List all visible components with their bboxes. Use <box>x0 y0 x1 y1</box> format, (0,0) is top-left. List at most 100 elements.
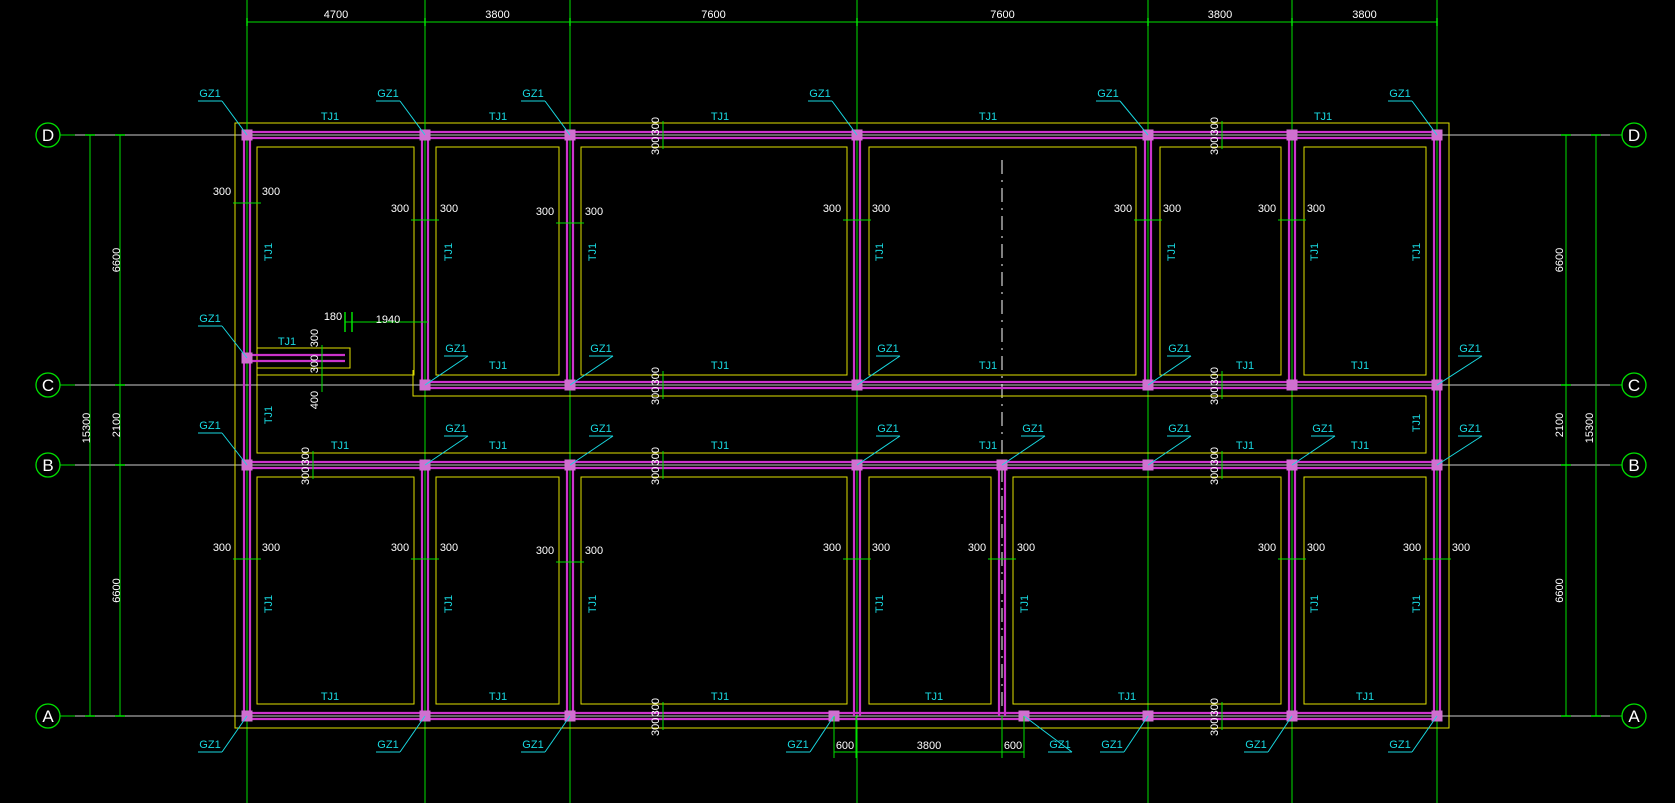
wall-width-right: 300 <box>585 206 603 218</box>
tj1-label-upper-vertical: TJ1 <box>443 243 455 261</box>
gz1-leader <box>221 432 248 466</box>
wall-width-left: 300 <box>823 203 841 215</box>
left-dim-value: 6600 <box>111 578 123 602</box>
gz1-label-top: GZ1 <box>1389 88 1410 100</box>
tj1-label-c: TJ1 <box>1236 360 1254 372</box>
gz1-leader <box>856 435 901 466</box>
axis-bubble-label: B <box>42 456 53 475</box>
beam-width-top: 300 <box>1209 698 1221 716</box>
beam-width-bottom: 300 <box>650 467 662 485</box>
tj1-label-corridor: TJ1 <box>263 406 275 424</box>
axis-bubble-label: C <box>42 376 54 395</box>
beam-width-bottom: 300 <box>1209 387 1221 405</box>
tj1-label-upper-vertical: TJ1 <box>1309 243 1321 261</box>
axis-bubble-label: B <box>1628 456 1639 475</box>
tj1-label-c: TJ1 <box>979 360 997 372</box>
left-dim-value: 6600 <box>111 248 123 272</box>
foundation-outline <box>234 122 1450 729</box>
top-dim-value: 3800 <box>485 9 509 21</box>
wall-width-left: 300 <box>536 206 554 218</box>
opening-span-value: 3800 <box>917 740 941 752</box>
column-gz1 <box>1286 379 1298 391</box>
tj1-label-corridor: TJ1 <box>1411 414 1423 432</box>
wall-width-left: 300 <box>968 542 986 554</box>
gz1-label-b: GZ1 <box>199 420 220 432</box>
tj1-label-b: TJ1 <box>489 440 507 452</box>
room-footing-upper <box>256 146 415 376</box>
gz1-leader <box>1436 355 1483 386</box>
gz1-leader <box>1411 715 1438 753</box>
room-footing-lower <box>1012 476 1282 705</box>
gz1-leader <box>221 325 248 359</box>
tj1-label-top: TJ1 <box>321 111 339 123</box>
room-footing-upper <box>1303 146 1427 376</box>
room-footing-lower <box>256 476 415 705</box>
gz1-label-bottom: GZ1 <box>522 739 543 751</box>
tj1-label-bottom: TJ1 <box>489 691 507 703</box>
wall-width-left: 300 <box>1403 542 1421 554</box>
opening-right-value: 600 <box>1004 740 1022 752</box>
top-dim-value: 7600 <box>701 9 725 21</box>
opening-left-value: 600 <box>836 740 854 752</box>
tj1-label-upper-vertical: TJ1 <box>1166 243 1178 261</box>
beam-width-top: 300 <box>1209 117 1221 135</box>
gz1-label-b: GZ1 <box>590 423 611 435</box>
tj1-label-bottom: TJ1 <box>1356 691 1374 703</box>
top-dim-value: 3800 <box>1352 9 1376 21</box>
tj1-label-b: TJ1 <box>979 440 997 452</box>
beam-width-bottom: 300 <box>1209 718 1221 736</box>
left-dim-value: 2100 <box>111 413 123 437</box>
gz1-leader <box>1119 100 1149 136</box>
gz1-label-bottom: GZ1 <box>1049 739 1070 751</box>
tj1-label-upper-vertical: TJ1 <box>263 243 275 261</box>
gz1-label-b: GZ1 <box>1312 423 1333 435</box>
wall-width-right: 300 <box>872 542 890 554</box>
gz1-label-c: GZ1 <box>1168 343 1189 355</box>
beam-width-top: 300 <box>650 447 662 465</box>
gz1-label-c: GZ1 <box>590 343 611 355</box>
room-footing-upper <box>435 146 560 376</box>
gz1-leader <box>569 435 614 466</box>
gz1-label-bottom: GZ1 <box>787 739 808 751</box>
gz1-leader <box>424 435 469 466</box>
wall-width-right: 300 <box>1307 203 1325 215</box>
wall-width-left: 300 <box>213 542 231 554</box>
tj1-label-bottom: TJ1 <box>925 691 943 703</box>
tj1-label-lower-vertical: TJ1 <box>1411 595 1423 613</box>
gz1-label-c: GZ1 <box>877 343 898 355</box>
gz1-leader <box>221 715 248 753</box>
right-dim-value: 6600 <box>1554 248 1566 272</box>
beam-width-top: 300 <box>650 367 662 385</box>
tj1-label-bottom: TJ1 <box>1118 691 1136 703</box>
gz1-leader <box>221 100 248 136</box>
gz1-label-top: GZ1 <box>1097 88 1118 100</box>
axis-bubble-label: C <box>1628 376 1640 395</box>
gz1-leader <box>1123 715 1149 753</box>
room-footing-lower <box>1303 476 1427 705</box>
gz1-leader <box>399 715 426 753</box>
gz1-leader <box>1411 100 1438 136</box>
wall-width-left: 300 <box>1258 542 1276 554</box>
room-footing-upper <box>1159 146 1282 376</box>
tj1-label-top: TJ1 <box>1314 111 1332 123</box>
tj1-label-c: TJ1 <box>1351 360 1369 372</box>
gz1-leader <box>831 100 858 136</box>
gz1-leader <box>399 100 426 136</box>
room-footing-lower <box>868 476 992 705</box>
right-dim-value: 2100 <box>1554 413 1566 437</box>
room-footing-upper <box>868 146 1137 376</box>
tj1-label-top: TJ1 <box>979 111 997 123</box>
tj1-label-lower-vertical: TJ1 <box>443 595 455 613</box>
wall-width-right: 300 <box>1017 542 1035 554</box>
gz1-label-c: GZ1 <box>445 343 466 355</box>
gz1-label-bottom: GZ1 <box>199 739 220 751</box>
wall-width-left: 300 <box>1258 203 1276 215</box>
tj1-label-b: TJ1 <box>1236 440 1254 452</box>
tj1-label-c: TJ1 <box>711 360 729 372</box>
gz1-leader <box>1001 435 1046 466</box>
wall-width-right: 300 <box>440 203 458 215</box>
stub-footing <box>256 347 351 369</box>
wall-width-left: 300 <box>391 542 409 554</box>
gz1-leader <box>1147 435 1192 466</box>
